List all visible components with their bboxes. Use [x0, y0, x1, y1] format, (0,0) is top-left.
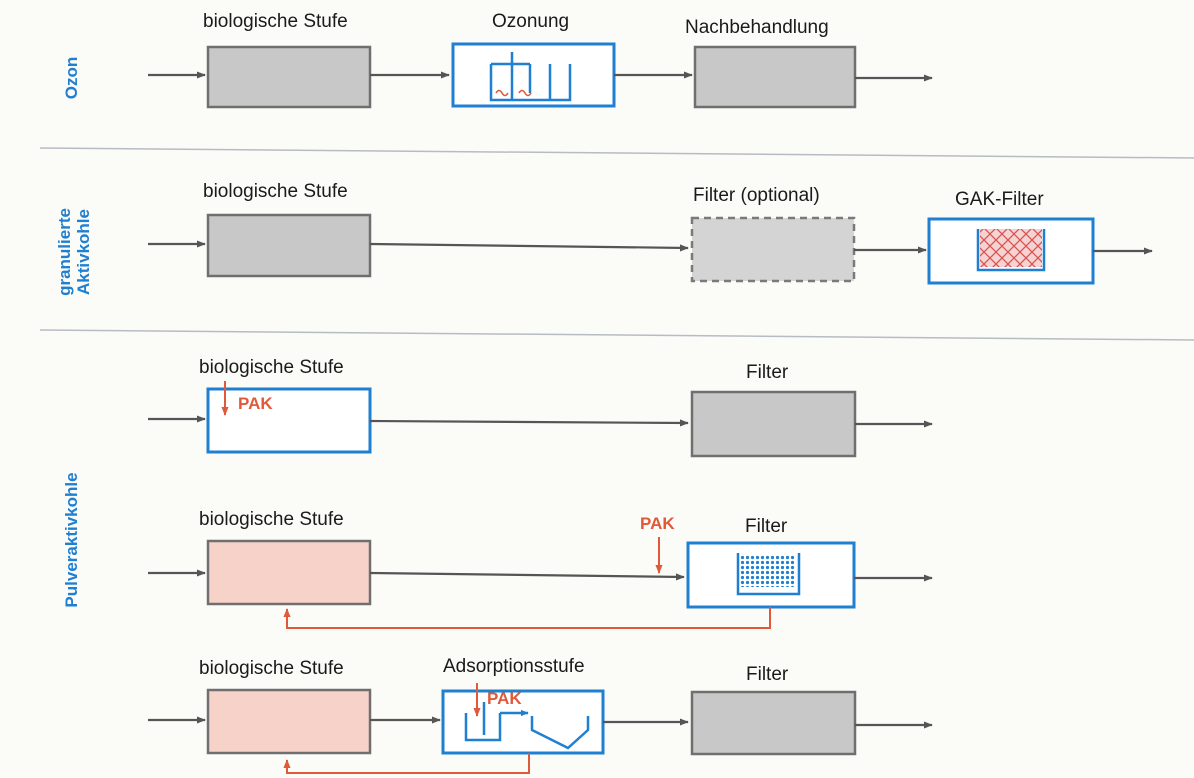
flow-arrow [369, 571, 685, 581]
pak-dosing-label: PAK [640, 514, 675, 533]
row-ozon: biologische Stufe Ozonung Nachbehandlung [148, 11, 933, 109]
bio-stage-box [206, 45, 372, 109]
ozonation-box [451, 42, 616, 108]
separator-2 [39, 329, 1194, 341]
filter-label: Filter [746, 664, 789, 685]
bio-stage-label: biologische Stufe [203, 181, 348, 202]
row-pak-variant-b: biologische Stufe PAK Filter [148, 509, 933, 629]
ozone-reactor-icon [489, 52, 572, 102]
separator-1 [39, 147, 1194, 159]
pak-filter-bed-icon [736, 553, 801, 596]
row-label-ozon: Ozon [62, 57, 81, 100]
flow-arrow [369, 242, 689, 252]
bio-stage-box [206, 213, 372, 278]
pak-recirculation-line [283, 753, 530, 774]
flow-arrow [369, 419, 689, 427]
bio-stage-box [206, 688, 372, 755]
bio-stage-label: biologische Stufe [199, 509, 344, 530]
bio-stage-label: biologische Stufe [203, 11, 348, 32]
row-label-gak-line1: granulierte [55, 208, 74, 296]
row-label-pak: Pulveraktivkohle [62, 472, 81, 607]
pak-recirculation-line [283, 607, 771, 629]
bio-stage-box [206, 387, 372, 454]
post-treatment-label: Nachbehandlung [685, 17, 829, 38]
adsorption-stage-label: Adsorptionsstufe [443, 656, 585, 677]
post-treatment-box [693, 45, 857, 109]
filter-box [690, 690, 857, 756]
optional-filter-label: Filter (optional) [693, 185, 820, 206]
row-pak-variant-c: biologische Stufe Adsorptionsstufe PAK F… [148, 656, 933, 774]
pak-dosing-label: PAK [487, 689, 522, 708]
gak-filter-bed-icon [976, 229, 1046, 272]
bio-stage-label: biologische Stufe [199, 658, 344, 679]
gak-filter-label: GAK-Filter [955, 189, 1044, 210]
bio-stage-box [206, 539, 372, 606]
optional-filter-box [690, 216, 856, 283]
bio-stage-label: biologische Stufe [199, 357, 344, 378]
row-gak: biologische Stufe Filter (optional) GAK-… [148, 181, 1153, 285]
adsorption-reactor-icon [464, 702, 590, 750]
pak-dosing-label: PAK [238, 394, 273, 413]
ozonation-label: Ozonung [492, 11, 569, 32]
row-pak-variant-a: biologische Stufe PAK Filter [148, 357, 933, 458]
adsorption-stage-box [441, 689, 605, 755]
filter-label: Filter [746, 362, 789, 383]
filter-label: Filter [745, 516, 788, 537]
row-label-gak-line2: Aktivkohle [74, 209, 93, 295]
filter-box [690, 390, 857, 458]
